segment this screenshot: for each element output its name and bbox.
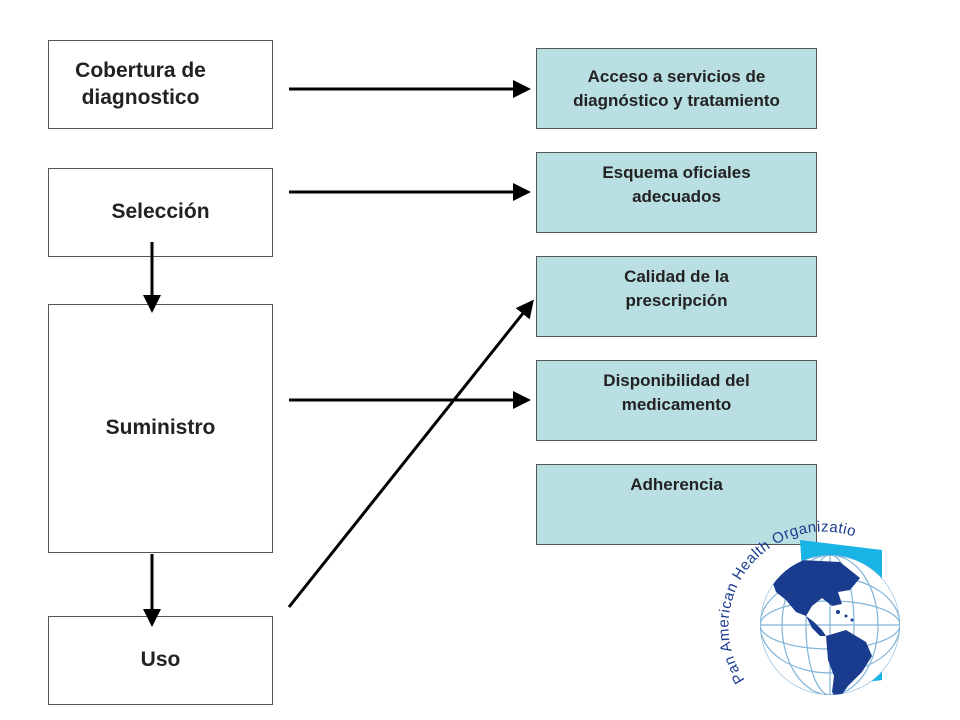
box-calidad-prescripcion: Calidad de la prescripción xyxy=(536,256,817,337)
box-esquema-oficiales: Esquema oficiales adecuados xyxy=(536,152,817,233)
central-america-shape xyxy=(806,616,826,636)
logo-organization-name: Pan American Health Organization xyxy=(0,0,858,687)
box-seleccion: Selección xyxy=(48,168,273,257)
box-suministro-label: Suministro xyxy=(105,416,216,440)
south-america-shape xyxy=(826,630,872,695)
box-esquema-label: Esquema oficiales adecuados xyxy=(602,163,751,206)
box-seleccion-label: Selección xyxy=(111,200,210,224)
globe-icon xyxy=(760,555,900,695)
box-cobertura-label: Cobertura de diagnostico xyxy=(75,59,206,109)
arrow-uso-to-calidad xyxy=(287,299,534,608)
box-acceso-servicios: Acceso a servicios de diagnóstico y trat… xyxy=(536,48,817,129)
box-disponibilidad-medicamento: Disponibilidad del medicamento xyxy=(536,360,817,441)
north-america-shape xyxy=(770,560,860,616)
box-disponibilidad-label: Disponibilidad del medicamento xyxy=(603,371,750,414)
box-adherencia-label: Adherencia xyxy=(630,475,723,494)
box-suministro: Suministro xyxy=(48,304,273,553)
box-uso-label: Uso xyxy=(140,648,181,672)
box-adherencia: Adherencia xyxy=(536,464,817,545)
box-cobertura-diagnostico: Cobertura de diagnostico xyxy=(48,40,273,129)
box-calidad-label: Calidad de la prescripción xyxy=(624,267,729,310)
box-acceso-label: Acceso a servicios de diagnóstico y trat… xyxy=(573,66,780,110)
